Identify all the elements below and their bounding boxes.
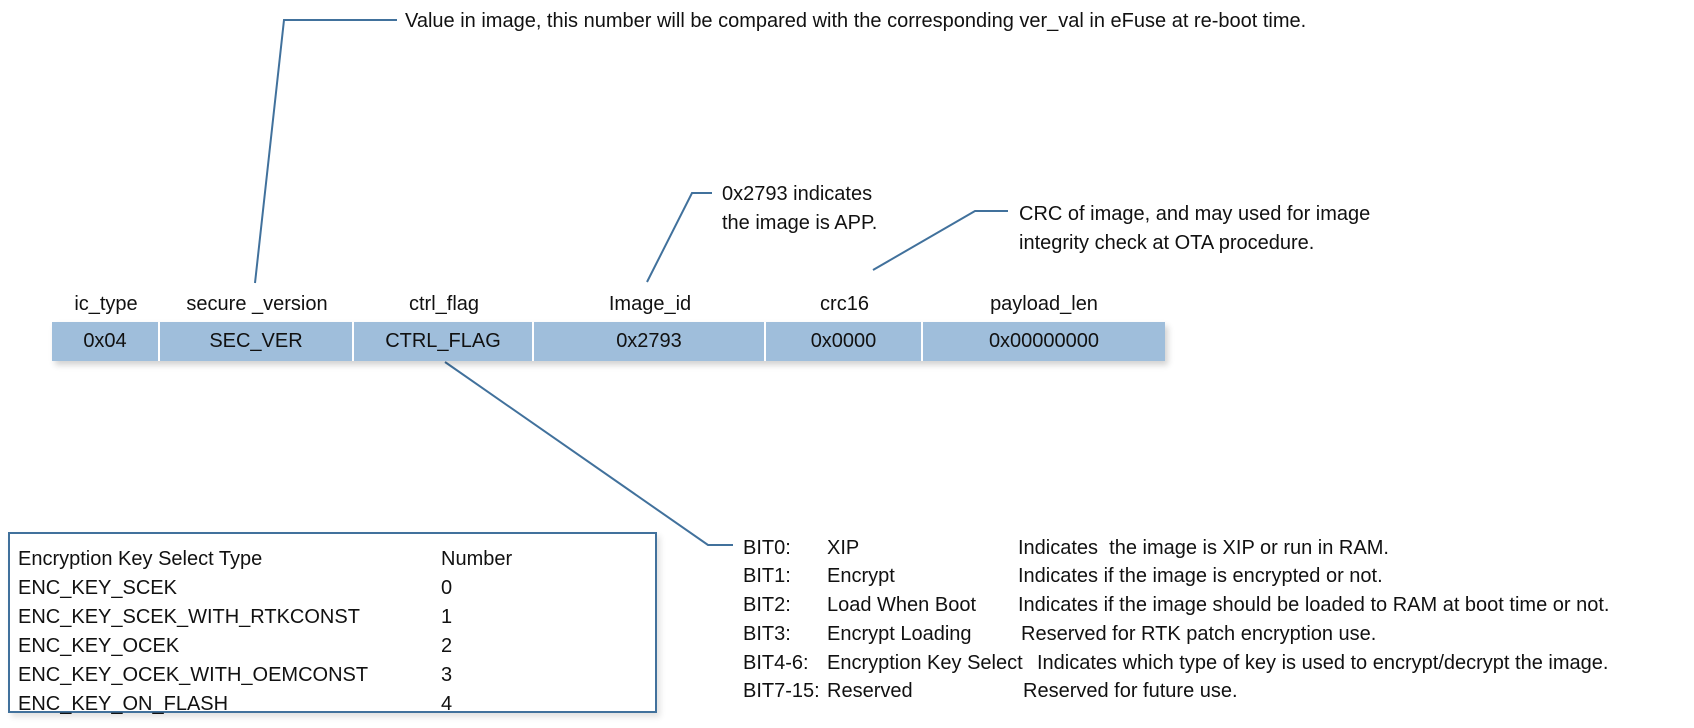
bit-desc: Reserved for RTK patch encryption use. <box>1021 623 1377 645</box>
field-name-secure-version: secure _version <box>186 293 328 315</box>
crc-note-line2: integrity check at OTA procedure. <box>1019 232 1315 254</box>
crc-note-line1: CRC of image, and may used for image <box>1019 203 1371 225</box>
enc-row-type: ENC_KEY_OCEK_WITH_OEMCONST <box>18 664 369 686</box>
bit-desc: Indicates if the image should be loaded … <box>1018 594 1610 616</box>
field-name-crc16: crc16 <box>820 293 869 315</box>
enc-row-number: 4 <box>441 693 453 715</box>
image-id-note-line2: the image is APP. <box>722 212 878 234</box>
bit-label: BIT0: <box>743 537 791 559</box>
enc-col-number-header: Number <box>441 548 513 570</box>
enc-col-type-header: Encryption Key Select Type <box>18 548 263 570</box>
bit-name: Load When Boot <box>827 594 976 616</box>
crc-callout-line <box>872 210 1008 271</box>
enc-row-type: ENC_KEY_ON_FLASH <box>18 693 229 715</box>
field-name-ic-type: ic_type <box>74 293 138 315</box>
encryption-key-table: Encryption Key Select Type Number ENC_KE… <box>8 532 657 715</box>
bit-label: BIT1: <box>743 565 791 587</box>
field-value-ic-type: 0x04 <box>52 322 160 361</box>
image-header-table: 0x04 SEC_VER CTRL_FLAG 0x2793 0x0000 0x0… <box>52 322 1165 361</box>
field-value-crc16: 0x0000 <box>766 322 923 361</box>
enc-row-type: ENC_KEY_SCEK_WITH_RTKCONST <box>18 606 360 628</box>
enc-row-type: ENC_KEY_OCEK <box>18 635 180 657</box>
secure-version-callout-line <box>254 19 397 284</box>
enc-row-type: ENC_KEY_SCEK <box>18 577 177 599</box>
bit-name: Encrypt Loading <box>827 623 972 645</box>
enc-row-number: 3 <box>441 664 453 686</box>
enc-row-number: 0 <box>441 577 453 599</box>
bit-desc: Indicates the image is XIP or run in RAM… <box>1018 537 1389 559</box>
bit-desc: Reserved for future use. <box>1023 680 1238 702</box>
field-name-payload-len: payload_len <box>990 293 1098 315</box>
field-value-secure-version: SEC_VER <box>160 322 354 361</box>
image-id-callout-line <box>646 192 712 283</box>
bit-desc: Indicates which type of key is used to e… <box>1037 652 1609 674</box>
field-name-image-id: Image_id <box>608 293 692 315</box>
enc-row-number: 1 <box>441 606 453 628</box>
ctrl-flag-callout-line <box>444 361 733 546</box>
field-name-ctrl-flag: ctrl_flag <box>408 293 480 315</box>
bit-label: BIT3: <box>743 623 791 645</box>
bit-name: XIP <box>827 537 860 559</box>
bit-name: Encrypt <box>827 565 895 587</box>
bit-name: Encryption Key Select <box>827 652 1023 674</box>
bit-name: Reserved <box>827 680 913 702</box>
secure-version-note: Value in image, this number will be comp… <box>405 10 1307 32</box>
image-id-note-line1: 0x2793 indicates <box>722 183 873 205</box>
field-value-ctrl-flag: CTRL_FLAG <box>354 322 534 361</box>
field-value-image-id: 0x2793 <box>534 322 766 361</box>
bit-label: BIT2: <box>743 594 791 616</box>
enc-row-number: 2 <box>441 635 453 657</box>
bit-label: BIT7-15: <box>743 680 820 702</box>
bit-label: BIT4-6: <box>743 652 809 674</box>
field-value-payload-len: 0x00000000 <box>923 322 1165 361</box>
bit-desc: Indicates if the image is encrypted or n… <box>1018 565 1383 587</box>
